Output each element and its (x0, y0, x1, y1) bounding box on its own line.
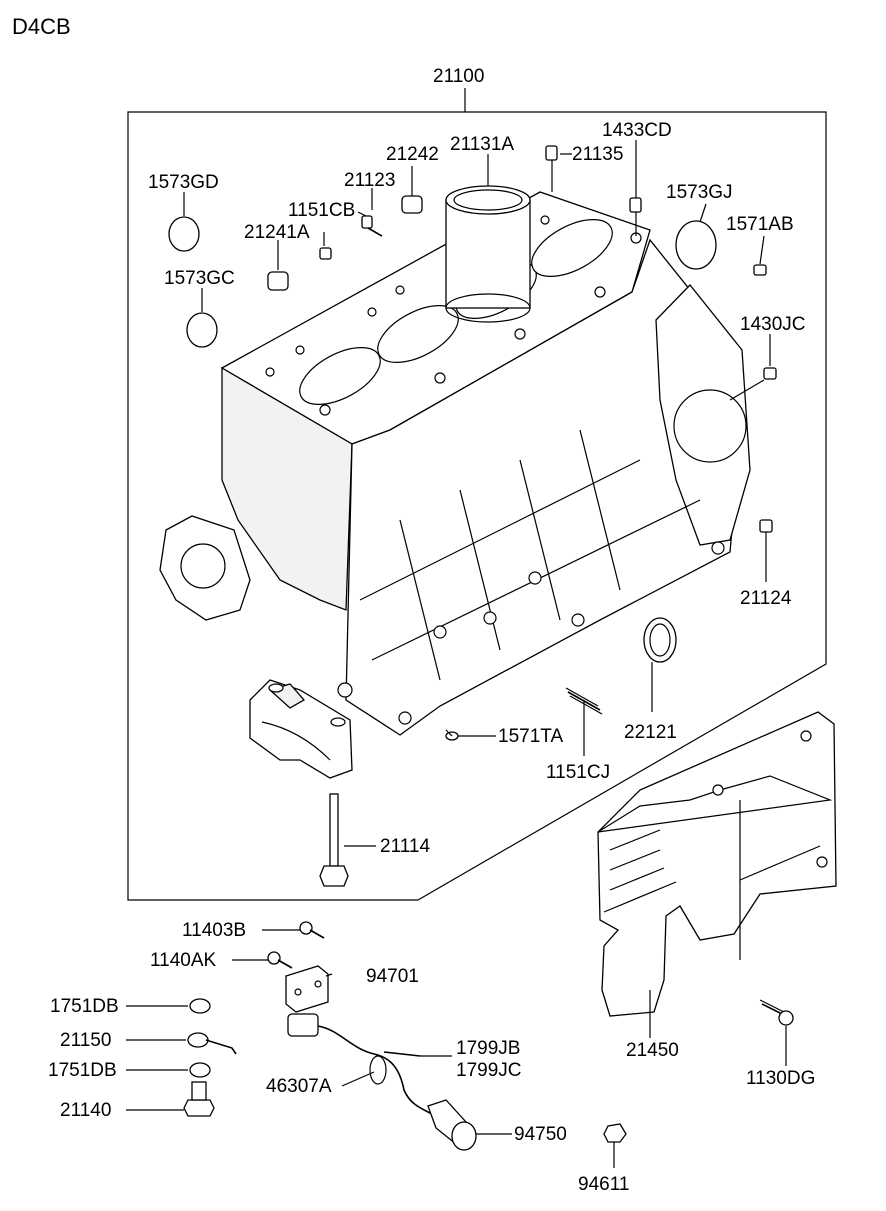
plug-94611[interactable] (603, 1123, 627, 1143)
label-21124[interactable]: 21124 (740, 588, 792, 609)
label-22121[interactable]: 22121 (624, 722, 677, 743)
dowel-21135[interactable] (545, 145, 558, 161)
bolt-11403B[interactable] (299, 921, 325, 939)
banjo-fitting-21150[interactable] (187, 1032, 237, 1055)
bracket-94701[interactable] (285, 965, 329, 1013)
dowel-21124[interactable] (759, 519, 773, 533)
label-1751DB-top[interactable]: 1751DB (50, 996, 119, 1017)
label-1151CJ[interactable]: 1151CJ (546, 762, 610, 783)
label-21140[interactable]: 21140 (60, 1100, 111, 1121)
bolt-21140[interactable] (183, 1081, 215, 1117)
label-1573GJ[interactable]: 1573GJ (666, 182, 733, 203)
engine-code-title: D4CB (12, 14, 71, 39)
dowel-1433CD[interactable] (629, 197, 642, 213)
label-1430JC[interactable]: 1430JC (740, 314, 806, 335)
label-1130DG[interactable]: 1130DG (746, 1068, 815, 1089)
label-21135[interactable]: 21135 (572, 144, 623, 165)
label-94611[interactable]: 94611 (578, 1174, 629, 1195)
label-21450[interactable]: 21450 (626, 1040, 679, 1061)
dowel-21242[interactable] (401, 195, 423, 214)
label-94750[interactable]: 94750 (514, 1124, 567, 1145)
label-1571TA[interactable]: 1571TA (498, 726, 563, 747)
knock-sensor-harness[interactable] (287, 1013, 433, 1115)
leader-lines (126, 140, 787, 1168)
assembly-frame (127, 111, 827, 901)
dowel-1571AB[interactable] (753, 264, 767, 276)
heat-shield[interactable] (597, 711, 837, 1017)
bolt-1151CB[interactable] (361, 215, 383, 237)
washer-1751DB-bottom[interactable] (189, 1062, 211, 1078)
label-1751DB-bottom[interactable]: 1751DB (48, 1060, 117, 1081)
label-11403B[interactable]: 11403B (182, 920, 246, 941)
label-94701[interactable]: 94701 (366, 966, 419, 987)
plug-1573GD[interactable] (168, 216, 200, 252)
label-21131A[interactable]: 21131A (450, 134, 514, 155)
label-21123[interactable]: 21123 (344, 170, 395, 191)
cylinder-liner[interactable] (445, 185, 531, 323)
plug-1573GC[interactable] (186, 312, 218, 348)
label-21241A[interactable]: 21241A (244, 222, 310, 243)
label-1799JB[interactable]: 1799JB (456, 1038, 520, 1059)
label-21100[interactable]: 21100 (433, 66, 484, 87)
bolt-1130DG[interactable] (759, 999, 794, 1026)
label-1573GD[interactable]: 1573GD (148, 172, 219, 193)
rear-oil-seal[interactable] (643, 617, 677, 663)
dowel-21241A[interactable] (267, 271, 289, 291)
label-1433CD[interactable]: 1433CD (602, 120, 672, 141)
dowel-21123[interactable] (319, 247, 332, 260)
plug-1573GJ[interactable] (675, 220, 717, 270)
label-21114[interactable]: 21114 (380, 836, 430, 857)
label-1140AK[interactable]: 1140AK (150, 950, 217, 971)
label-1571AB[interactable]: 1571AB (726, 214, 794, 235)
label-1573GC[interactable]: 1573GC (164, 268, 235, 289)
label-21242[interactable]: 21242 (386, 144, 439, 165)
cylinder-block[interactable] (159, 191, 751, 736)
dowel-1430JC[interactable] (763, 367, 777, 380)
washer-1751DB-top[interactable] (189, 998, 211, 1014)
knock-sensor-94750[interactable] (427, 1099, 477, 1151)
label-21150[interactable]: 21150 (60, 1030, 111, 1051)
bolt-1140AK[interactable] (267, 951, 293, 969)
part-labels: 1573GD 1573GC 21241A 1151CB 21123 21242 … (48, 120, 815, 1195)
main-bearing-cap[interactable] (249, 679, 353, 779)
label-1151CB[interactable]: 1151CB (288, 200, 355, 221)
bearing-cap-bolt[interactable] (319, 793, 349, 887)
label-46307A[interactable]: 46307A (266, 1076, 332, 1097)
label-1799JC[interactable]: 1799JC (456, 1060, 522, 1081)
